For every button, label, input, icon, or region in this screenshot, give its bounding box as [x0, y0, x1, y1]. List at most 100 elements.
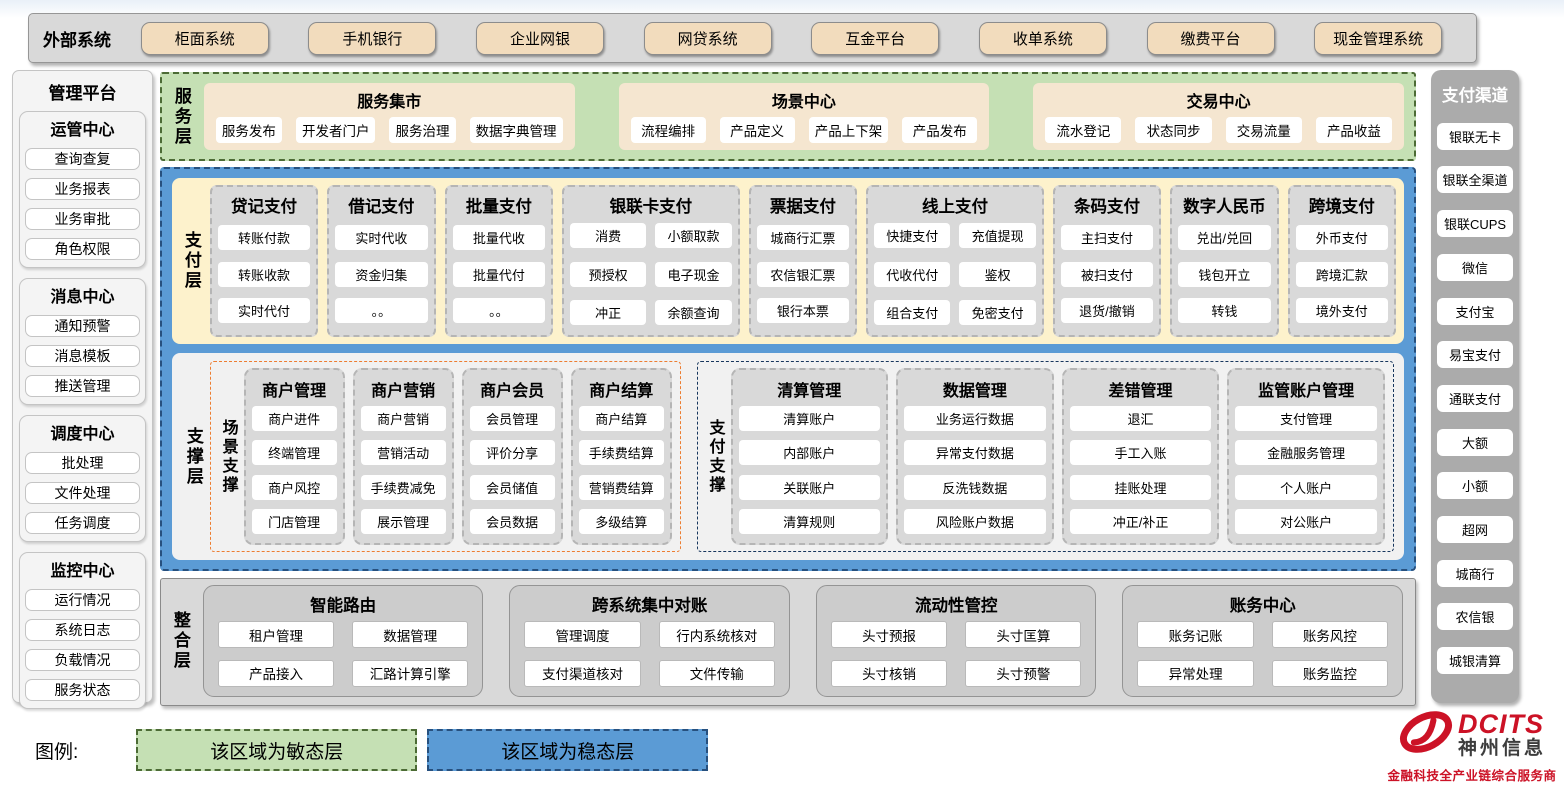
support-item-button[interactable]: 挂账处理: [1069, 474, 1212, 500]
payment-channel-button[interactable]: 银联无卡: [1437, 122, 1513, 150]
support-item-button[interactable]: 冲正/补正: [1069, 509, 1212, 535]
integration-item-button[interactable]: 支付渠道核对: [524, 659, 641, 687]
support-item-button[interactable]: 商户进件: [251, 405, 337, 431]
payment-item-button[interactable]: 消费: [570, 223, 647, 249]
payment-item-button[interactable]: 钱包开立: [1178, 261, 1271, 287]
payment-item-button[interactable]: 批量代付: [452, 261, 546, 287]
payment-item-button[interactable]: 免密支付: [959, 299, 1036, 325]
support-item-button[interactable]: 手工入账: [1069, 440, 1212, 466]
service-item-button[interactable]: 服务发布: [215, 117, 282, 143]
support-item-button[interactable]: 手续费减免: [360, 474, 446, 500]
support-item-button[interactable]: 商户结算: [578, 405, 664, 431]
payment-channel-button[interactable]: 超网: [1437, 516, 1513, 544]
external-system-button[interactable]: 缴费平台: [1146, 21, 1275, 55]
payment-item-button[interactable]: 小额取款: [655, 223, 732, 249]
payment-channel-button[interactable]: 城商行: [1437, 559, 1513, 587]
support-item-button[interactable]: 业务运行数据: [904, 405, 1046, 431]
support-item-button[interactable]: 商户风控: [251, 474, 337, 500]
support-item-button[interactable]: 清算账户: [738, 405, 881, 431]
support-item-button[interactable]: 关联账户: [738, 474, 881, 500]
integration-item-button[interactable]: 账务记账: [1137, 621, 1254, 649]
management-item-button[interactable]: 负载情况: [25, 649, 140, 671]
integration-item-button[interactable]: 数据管理: [352, 621, 469, 649]
external-system-button[interactable]: 柜面系统: [140, 21, 269, 55]
payment-item-button[interactable]: 资金归集: [335, 261, 428, 287]
payment-item-button[interactable]: 冲正: [570, 299, 647, 325]
payment-item-button[interactable]: 转钱: [1178, 298, 1271, 324]
management-item-button[interactable]: 通知预警: [25, 315, 140, 337]
integration-item-button[interactable]: 异常处理: [1137, 659, 1254, 687]
support-item-button[interactable]: 多级结算: [578, 509, 664, 535]
management-item-button[interactable]: 角色权限: [25, 238, 140, 260]
support-item-button[interactable]: 营销费结算: [578, 474, 664, 500]
payment-item-button[interactable]: 鉴权: [959, 261, 1036, 287]
management-item-button[interactable]: 系统日志: [25, 619, 140, 641]
external-system-button[interactable]: 手机银行: [308, 21, 437, 55]
management-item-button[interactable]: 消息模板: [25, 345, 140, 367]
service-item-button[interactable]: 服务治理: [389, 117, 456, 143]
support-item-button[interactable]: 个人账户: [1235, 474, 1377, 500]
integration-item-button[interactable]: 账务风控: [1271, 621, 1389, 649]
support-item-button[interactable]: 会员数据: [469, 509, 555, 535]
integration-item-button[interactable]: 行内系统核对: [658, 621, 775, 649]
integration-item-button[interactable]: 产品接入: [217, 659, 335, 687]
support-item-button[interactable]: 风险账户数据: [904, 509, 1046, 535]
support-item-button[interactable]: 终端管理: [251, 440, 337, 466]
payment-item-button[interactable]: 城商行汇票: [756, 224, 850, 250]
service-item-button[interactable]: 状态同步: [1135, 117, 1212, 143]
payment-item-button[interactable]: 跨境汇款: [1295, 261, 1388, 287]
payment-channel-button[interactable]: 易宝支付: [1437, 341, 1513, 369]
payment-item-button[interactable]: 实时代付: [217, 298, 311, 324]
integration-item-button[interactable]: 租户管理: [217, 621, 335, 649]
support-item-button[interactable]: 内部账户: [738, 440, 881, 466]
integration-item-button[interactable]: 汇路计算引擎: [352, 659, 469, 687]
payment-item-button[interactable]: 主扫支付: [1060, 224, 1154, 250]
service-item-button[interactable]: 产品定义: [719, 117, 795, 143]
integration-item-button[interactable]: 头寸预警: [965, 659, 1082, 687]
payment-channel-button[interactable]: 支付宝: [1437, 297, 1513, 325]
service-item-button[interactable]: 产品收益: [1315, 117, 1393, 143]
support-item-button[interactable]: 支付管理: [1235, 405, 1377, 431]
payment-item-button[interactable]: 代收代付: [874, 261, 951, 287]
payment-channel-button[interactable]: 银联CUPS: [1437, 210, 1513, 238]
integration-item-button[interactable]: 管理调度: [524, 621, 641, 649]
management-item-button[interactable]: 文件处理: [25, 482, 140, 504]
management-item-button[interactable]: 查询查复: [25, 148, 140, 170]
management-item-button[interactable]: 运行情况: [25, 589, 140, 611]
external-system-button[interactable]: 收单系统: [978, 21, 1107, 55]
payment-channel-button[interactable]: 通联支付: [1437, 384, 1513, 412]
support-item-button[interactable]: 反洗钱数据: [904, 474, 1046, 500]
integration-item-button[interactable]: 头寸预报: [830, 621, 948, 649]
service-item-button[interactable]: 数据字典管理: [469, 117, 563, 143]
integration-item-button[interactable]: 账务监控: [1271, 659, 1389, 687]
support-item-button[interactable]: 会员管理: [469, 405, 555, 431]
management-item-button[interactable]: 服务状态: [25, 679, 140, 701]
payment-item-button[interactable]: 境外支付: [1295, 298, 1388, 324]
service-item-button[interactable]: 产品发布: [902, 117, 978, 143]
integration-item-button[interactable]: 头寸核销: [830, 659, 948, 687]
payment-item-button[interactable]: 兑出/兑回: [1178, 224, 1271, 250]
service-item-button[interactable]: 流水登记: [1045, 117, 1122, 143]
support-item-button[interactable]: 展示管理: [360, 509, 446, 535]
payment-item-button[interactable]: 转账付款: [217, 224, 311, 250]
management-item-button[interactable]: 业务报表: [25, 178, 140, 200]
payment-item-button[interactable]: 外币支付: [1295, 224, 1388, 250]
payment-channel-button[interactable]: 农信银: [1437, 603, 1513, 631]
payment-item-button[interactable]: 银行本票: [756, 298, 850, 324]
support-item-button[interactable]: 手续费结算: [578, 440, 664, 466]
payment-item-button[interactable]: 预授权: [570, 261, 647, 287]
external-system-button[interactable]: 企业网银: [476, 21, 605, 55]
payment-channel-button[interactable]: 大额: [1437, 428, 1513, 456]
support-item-button[interactable]: 商户营销: [360, 405, 446, 431]
payment-channel-button[interactable]: 小额: [1437, 472, 1513, 500]
payment-channel-button[interactable]: 微信: [1437, 253, 1513, 281]
management-item-button[interactable]: 批处理: [25, 452, 140, 474]
support-item-button[interactable]: 异常支付数据: [904, 440, 1046, 466]
payment-item-button[interactable]: 退货/撤销: [1060, 298, 1154, 324]
support-item-button[interactable]: 退汇: [1069, 405, 1212, 431]
payment-item-button[interactable]: 组合支付: [874, 299, 951, 325]
external-system-button[interactable]: 现金管理系统: [1314, 21, 1443, 55]
external-system-button[interactable]: 网贷系统: [643, 21, 772, 55]
payment-channel-button[interactable]: 城银清算: [1437, 647, 1513, 675]
integration-item-button[interactable]: 头寸匡算: [965, 621, 1082, 649]
